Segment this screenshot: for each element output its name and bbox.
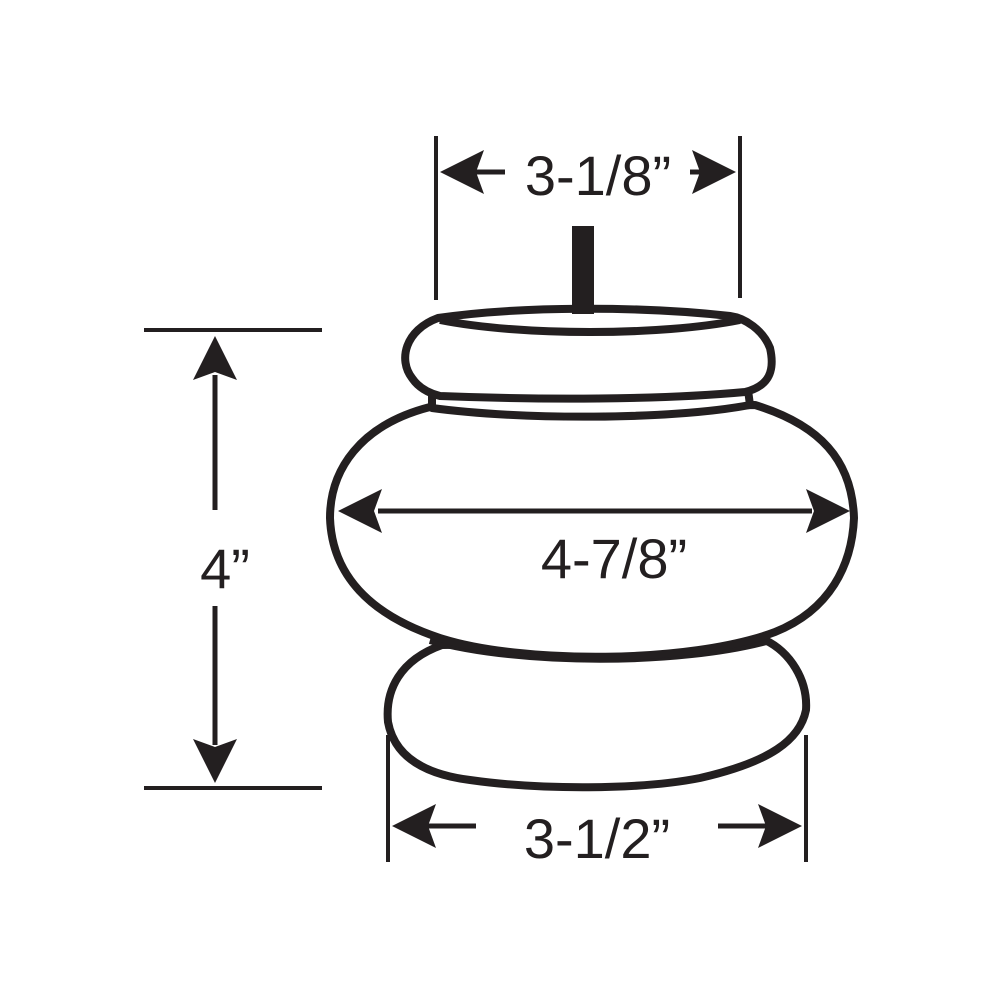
bun-foot-body <box>326 304 858 792</box>
height-label: 4” <box>200 537 250 600</box>
max-width-arrow-left <box>338 489 382 533</box>
dimension-lines <box>212 169 812 829</box>
bottom-bun-shape <box>383 636 811 792</box>
height-arrow-down <box>193 739 237 783</box>
mounting-bolt <box>572 226 594 314</box>
max-width-arrow-right <box>806 489 850 533</box>
max-width-label: 4-7/8” <box>541 527 687 590</box>
top-face-rim <box>439 316 741 336</box>
top-width-label: 3-1/8” <box>525 144 671 207</box>
top-width-arrow-left <box>440 150 484 194</box>
base-width-arrow-left <box>392 804 436 848</box>
arrowheads <box>193 150 850 848</box>
base-width-label: 3-1/2” <box>524 807 670 870</box>
base-width-arrow-right <box>758 804 802 848</box>
height-arrow-up <box>193 336 237 380</box>
middle-bun-shape <box>326 401 858 661</box>
extension-lines <box>144 136 808 862</box>
top-width-arrow-right <box>692 150 736 194</box>
